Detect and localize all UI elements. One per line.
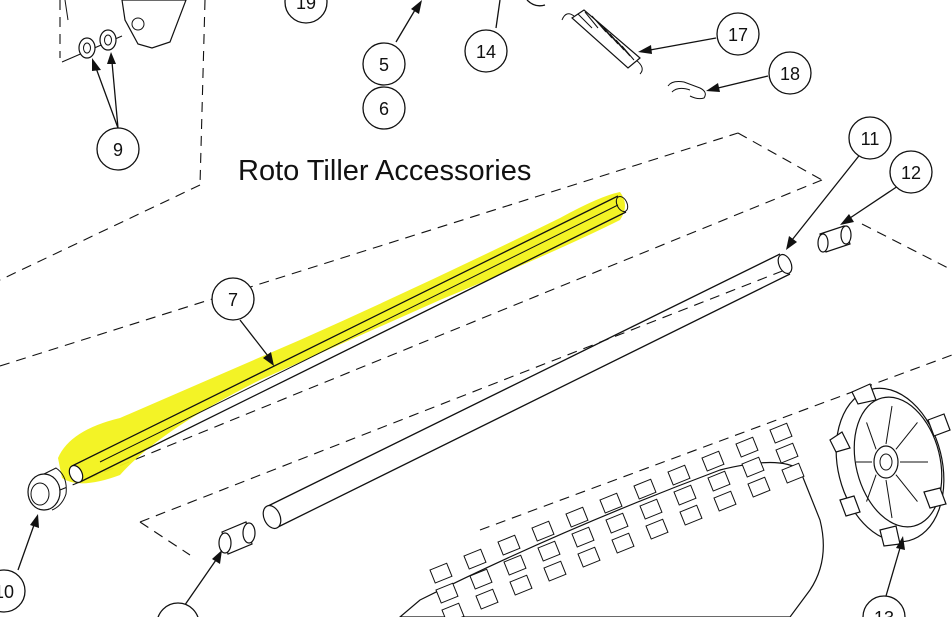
callout-12-label: 12 [901,163,921,183]
callout-7: 7 [211,277,255,321]
tine-block [531,520,555,542]
wheel-spoke [895,422,918,450]
callout-10: 10 [0,569,26,613]
callout-11: 11 [848,116,892,160]
callout-9-label: 9 [113,140,123,160]
tine-block [679,504,703,526]
callout-6-label: 6 [379,99,389,119]
callout-11-label: 11 [861,129,880,149]
tine-block [577,546,601,568]
callout-18: 18 [768,51,812,95]
tine-block [645,518,669,540]
callout-9: 9 [96,127,140,171]
callout-14-label: 14 [476,42,496,62]
leader-12 [840,185,899,225]
tine-block [503,554,527,576]
leader-9 [92,52,119,129]
tine-block [537,540,561,562]
tube-part [262,253,793,530]
callout-7-label: 7 [228,290,238,310]
wheel-spoke [895,474,918,502]
tine-block [707,470,731,492]
diagram-title: Roto Tiller Accessories [238,155,531,187]
tine-block [509,574,533,596]
tine-block [605,512,629,534]
shaft-highlight [58,192,625,484]
clip-part [667,81,706,100]
tine-block [429,562,453,584]
tine-block [543,560,567,582]
callout-6: 6 [362,86,406,130]
bushing-12-part [817,225,852,253]
partial-callout-edge [526,0,546,7]
callout-12: 12 [889,150,933,194]
leader-14 [495,0,501,29]
leader-11 [786,151,863,250]
tine-block [741,456,765,478]
tine-wheel-part [829,383,951,547]
wheel-spoke [866,474,877,502]
tine-block [701,450,725,472]
wheel-spoke [866,422,877,450]
dashed-frame-upper [0,132,823,491]
tine-rotor-part [399,422,824,617]
callout-19-label: 19 [296,0,316,13]
tine-block [463,548,487,570]
leader-17 [638,37,717,54]
bushing-lower-part [218,521,256,555]
tine-block [639,498,663,520]
tine-block [633,478,657,500]
callout-partial-lower [157,602,199,617]
callout-19: 19 [284,0,328,24]
tine-block [441,602,465,617]
wheel-spoke [885,405,893,445]
callout-13-label: 13 [874,608,894,617]
leader-7 [239,319,274,366]
spring-part [561,9,643,75]
leader-18 [706,75,769,92]
leader-10 [17,514,39,571]
callout-5: 5 [362,42,406,86]
tine-block [571,526,595,548]
tine-block [775,442,799,464]
leader-lower [179,550,222,613]
tine-block [735,436,759,458]
tine-block [497,534,521,556]
tine-block [469,568,493,590]
tine-block [769,422,793,444]
tine-block [435,582,459,604]
wheel-spoke [885,479,893,519]
tine-block [747,476,771,498]
tine-block [599,492,623,514]
leader-5 [395,0,422,43]
bracket-assembly [0,0,206,281]
callout-10-label: 10 [0,582,14,602]
callout-17-label: 17 [728,25,748,45]
tine-block [673,484,697,506]
dashed-frame-lower [139,223,952,556]
tine-block [667,464,691,486]
tine-block [713,490,737,512]
bushing-10-part [27,467,67,511]
callout-17: 17 [716,12,760,56]
callout-18-label: 18 [780,64,800,84]
tine-block [475,588,499,610]
callout-5-label: 5 [379,55,389,75]
callout-14: 14 [464,29,508,73]
shaft-part [68,195,629,484]
tine-block [565,506,589,528]
tine-block [781,462,805,484]
callout-13: 13 [862,595,906,617]
tine-block [611,532,635,554]
leader-13 [885,536,905,597]
